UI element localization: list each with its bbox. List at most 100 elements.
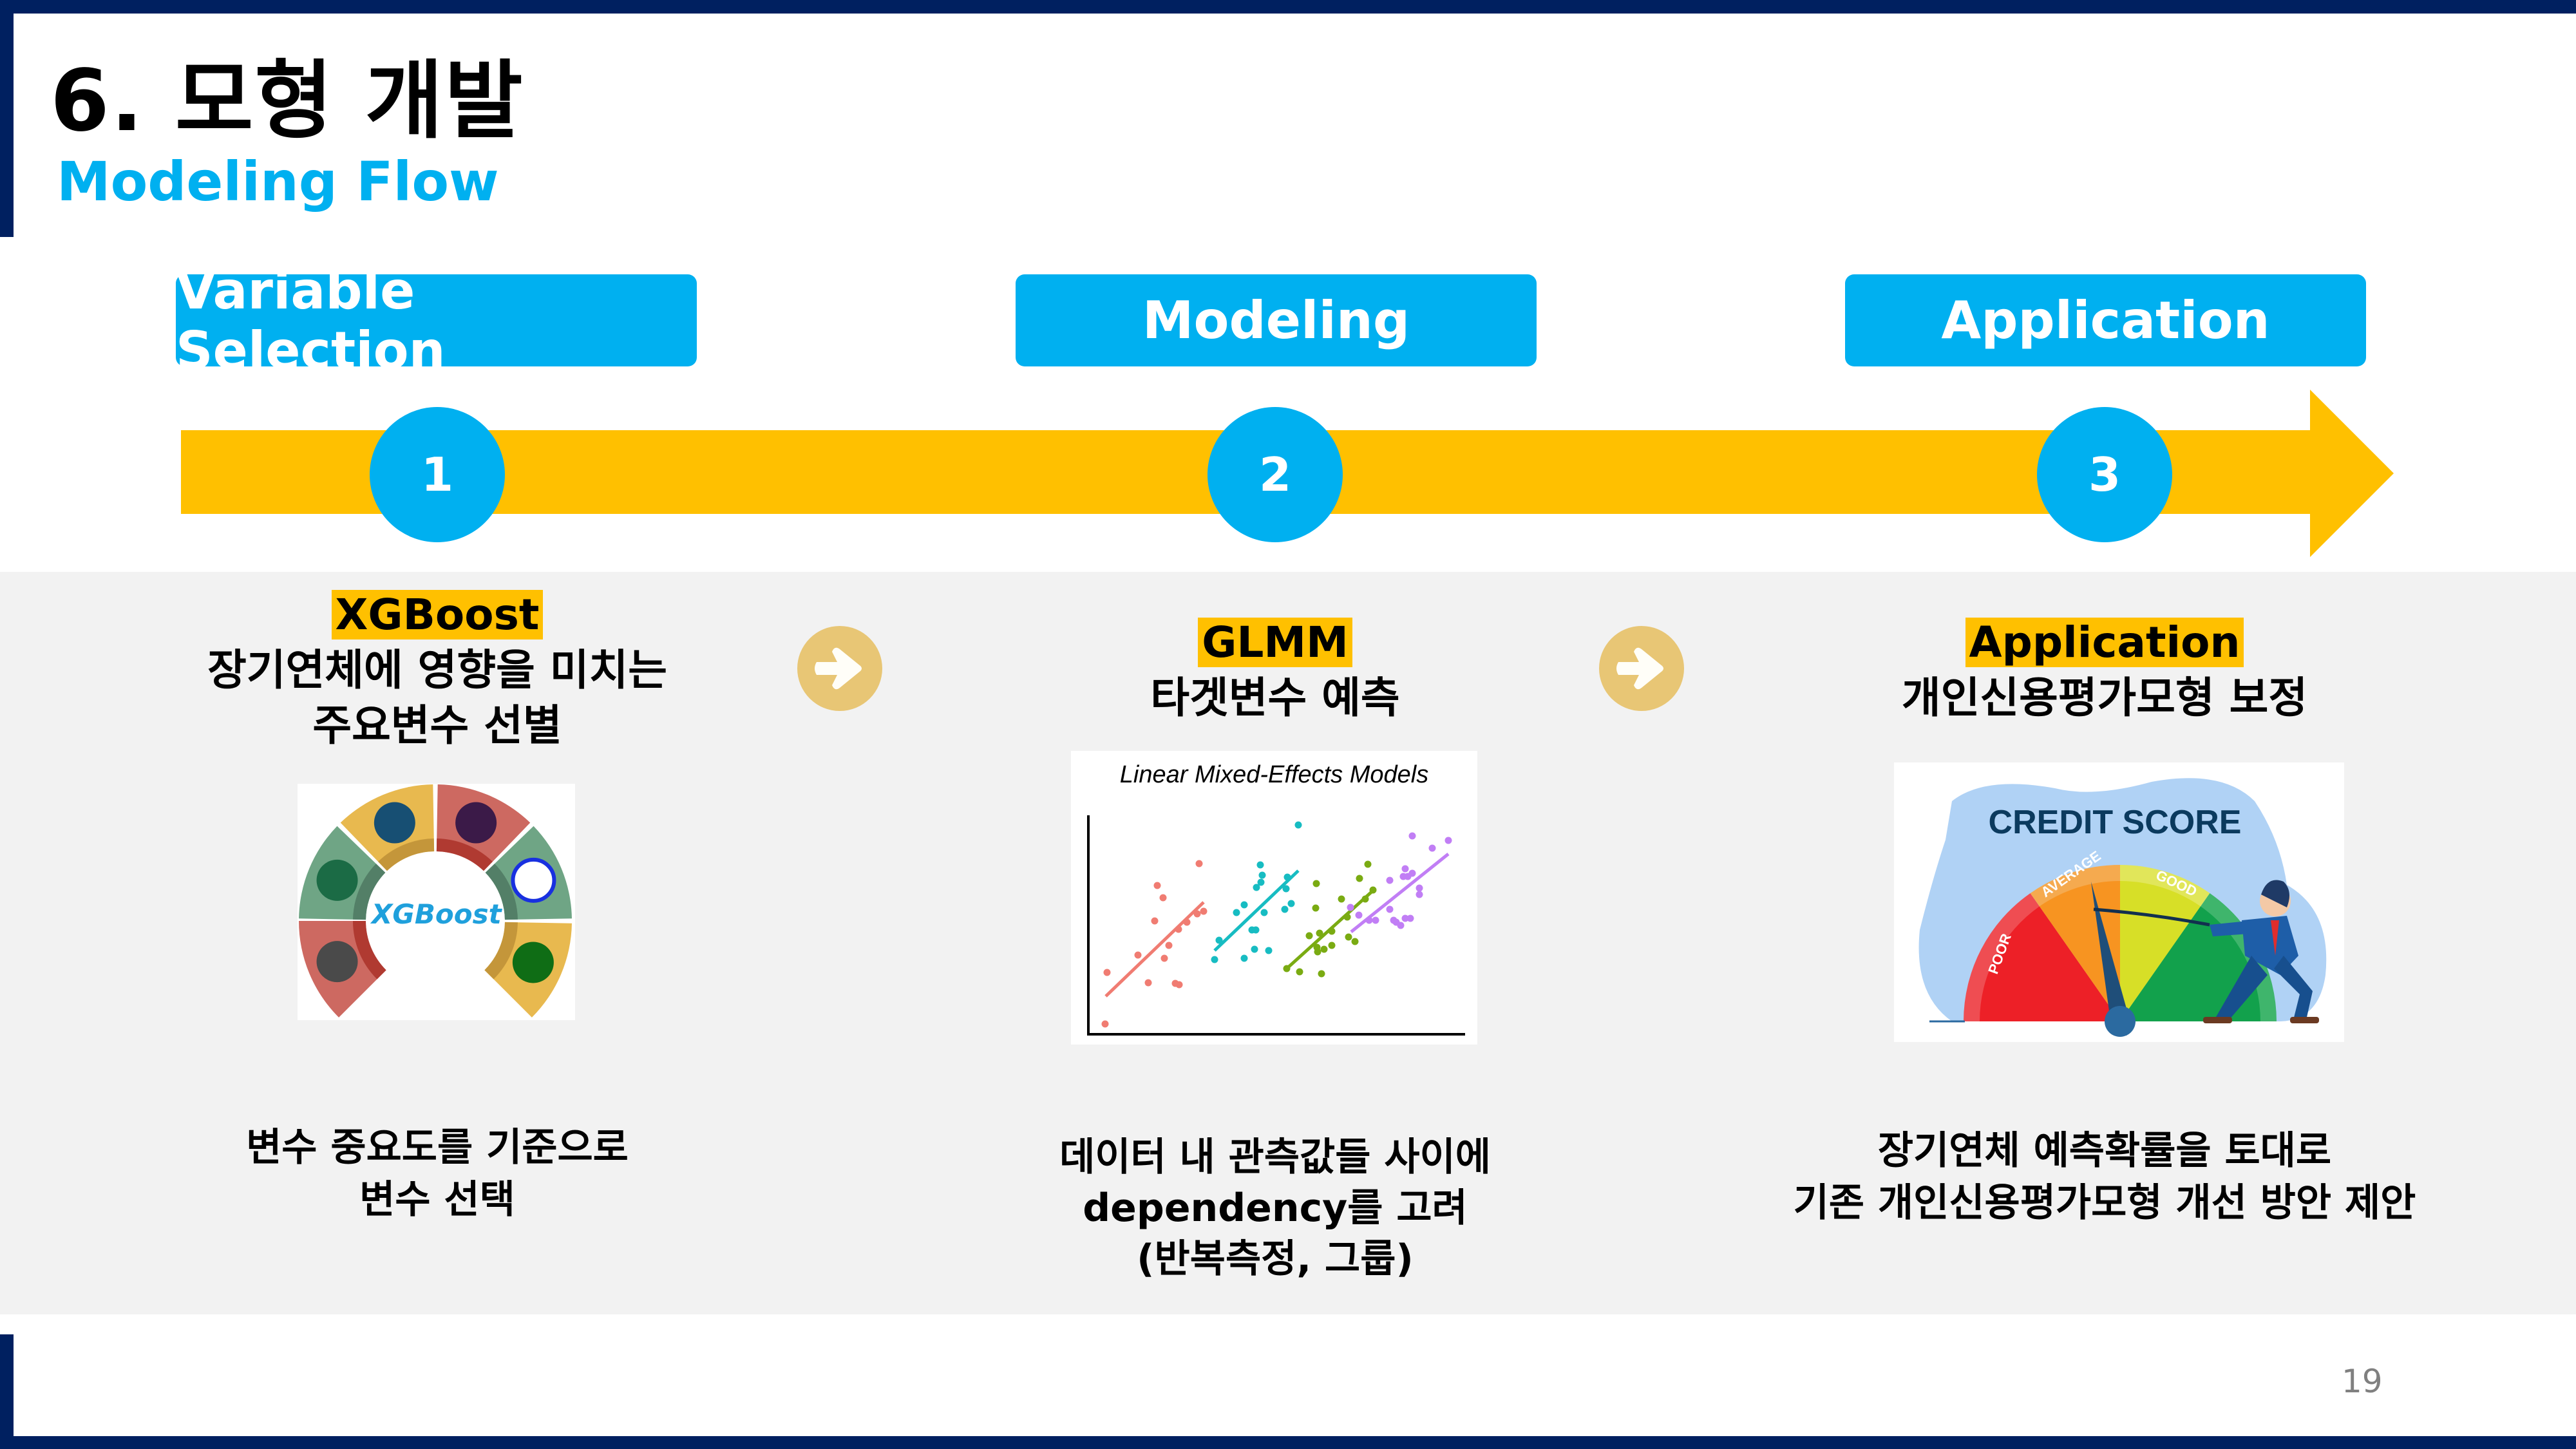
observation-dot [1256, 861, 1264, 869]
observation-dot [1364, 860, 1372, 868]
description-line: 데이터 내 관측값들 사이에 [1059, 1135, 1491, 1180]
group-fit-line [1213, 869, 1300, 952]
top-border [0, 0, 2576, 14]
credit-score-image: CREDIT SCORE POOR AVERAGE GOOD [1894, 762, 2344, 1042]
page-title: 6. 모형 개발 [50, 52, 524, 151]
observation-dot [1159, 894, 1167, 902]
observation-dot [1283, 873, 1291, 881]
method-label: XGBoost [331, 590, 544, 639]
gavel-icon [455, 802, 497, 844]
gauge-segment [2120, 881, 2201, 1021]
observation-dot [1338, 895, 1345, 903]
column-xgboost-description: 변수 중요도를 기준으로 변수 선택 [51, 1122, 824, 1226]
question-icon [511, 857, 556, 903]
observation-dot [1361, 895, 1369, 903]
observation-dot [1160, 954, 1168, 962]
monitor-icon [316, 941, 358, 983]
bottom-border [0, 1436, 2576, 1449]
observation-dot [1175, 925, 1182, 933]
observation-dot [1134, 951, 1142, 959]
observation-dot [1193, 910, 1201, 918]
observation-dot [1144, 979, 1152, 987]
chip-icon [374, 802, 415, 844]
column-application-description: 장기연체 예측확률을 토대로 기존 개인신용평가모형 개선 방안 제안 [1718, 1125, 2491, 1229]
xgboost-image: XGBoost [298, 784, 575, 1020]
page-number: 19 [2342, 1363, 2383, 1400]
observation-dot [1312, 904, 1320, 912]
ring-inner-band [484, 922, 518, 980]
check-icon [512, 942, 554, 983]
observation-dot [1265, 947, 1273, 954]
left-border-bottom [0, 1334, 14, 1449]
arrow-right-circle-icon [1599, 626, 1684, 711]
observation-dot [1345, 933, 1352, 941]
credit-score-title: CREDIT SCORE [1989, 804, 2242, 841]
left-border-top [0, 0, 14, 237]
desc-line: 개인신용평가모형 보정 [1901, 673, 2308, 723]
column-glmm-description: 데이터 내 관측값들 사이에 dependency를 고려 (반복측정, 그룹) [889, 1132, 1662, 1285]
observation-dot [1240, 901, 1248, 909]
observation-dot [1233, 909, 1240, 916]
observation-dot [1356, 875, 1363, 882]
column-glmm-heading: GLMM 타겟변수 예측 [921, 615, 1629, 726]
observation-dot [1316, 929, 1323, 937]
observation-dot [1369, 886, 1377, 894]
observation-dot [1305, 932, 1313, 940]
method-label: Application [1965, 618, 2244, 667]
observation-dot [1347, 904, 1354, 911]
gauge-segment [1980, 906, 2120, 1021]
pliers-icon [316, 859, 358, 901]
observation-dot [1260, 909, 1268, 916]
observation-dot [1215, 936, 1223, 944]
ring-inner-band [353, 921, 386, 980]
glmm-illustration-title: Linear Mixed-Effects Models [1119, 761, 1429, 788]
ring-inner-band [378, 838, 435, 871]
observation-dot [1287, 900, 1295, 907]
observation-dot [1372, 916, 1379, 924]
observation-dot [1386, 905, 1394, 913]
observation-dot [1296, 968, 1303, 976]
group-fit-line [1104, 901, 1205, 998]
column-application-heading: Application 개인신용평가모형 보정 [1750, 615, 2459, 726]
observation-dot [1320, 945, 1328, 953]
observation-dot [1401, 914, 1409, 922]
observation-dot [1101, 1020, 1109, 1028]
observation-dot [1251, 945, 1258, 953]
desc-line: 주요변수 선별 [312, 701, 562, 750]
step-number-3: 3 [2037, 407, 2172, 542]
observation-dot [1416, 884, 1423, 892]
observation-dot [1195, 860, 1203, 867]
method-label: GLMM [1198, 618, 1352, 667]
observation-dot [1386, 876, 1394, 884]
description-line: 장기연체 예측확률을 토대로 [1877, 1128, 2332, 1173]
page-subtitle: Modeling Flow [57, 150, 499, 213]
observation-dot [1314, 948, 1321, 956]
observation-dot [1318, 970, 1325, 978]
glmm-illustration: Linear Mixed-Effects Models [1071, 751, 1477, 1045]
step-number-1: 1 [370, 407, 505, 542]
description-line: 기존 개인신용평가모형 개선 방안 제안 [1793, 1180, 2416, 1226]
observation-dot [1175, 981, 1183, 989]
observation-dot [1183, 918, 1191, 926]
businessman-figure [2203, 880, 2319, 1023]
desc-line: 장기연체에 영향을 미치는 [207, 645, 667, 695]
observation-dot [1294, 821, 1302, 829]
step-number-2: 2 [1208, 407, 1343, 542]
arrow-right-circle-icon [797, 626, 882, 711]
observation-dot [1428, 844, 1436, 852]
stage-application: Application [1845, 274, 2366, 366]
observation-dot [1257, 878, 1265, 886]
observation-dot [1165, 942, 1173, 949]
observation-dot [1351, 938, 1359, 945]
ring-inner-band [436, 838, 493, 871]
description-line: (반복측정, 그룹) [1137, 1236, 1414, 1282]
observation-dot [1282, 885, 1290, 893]
observation-dot [1401, 865, 1409, 873]
observation-dot [1328, 942, 1336, 949]
xgboost-logo-text: XGBoost [372, 898, 502, 930]
observation-dot [1200, 907, 1208, 915]
observation-dot [1253, 884, 1260, 891]
observation-dot [1211, 956, 1218, 963]
observation-dot [1408, 832, 1416, 840]
observation-dot [1240, 954, 1248, 962]
